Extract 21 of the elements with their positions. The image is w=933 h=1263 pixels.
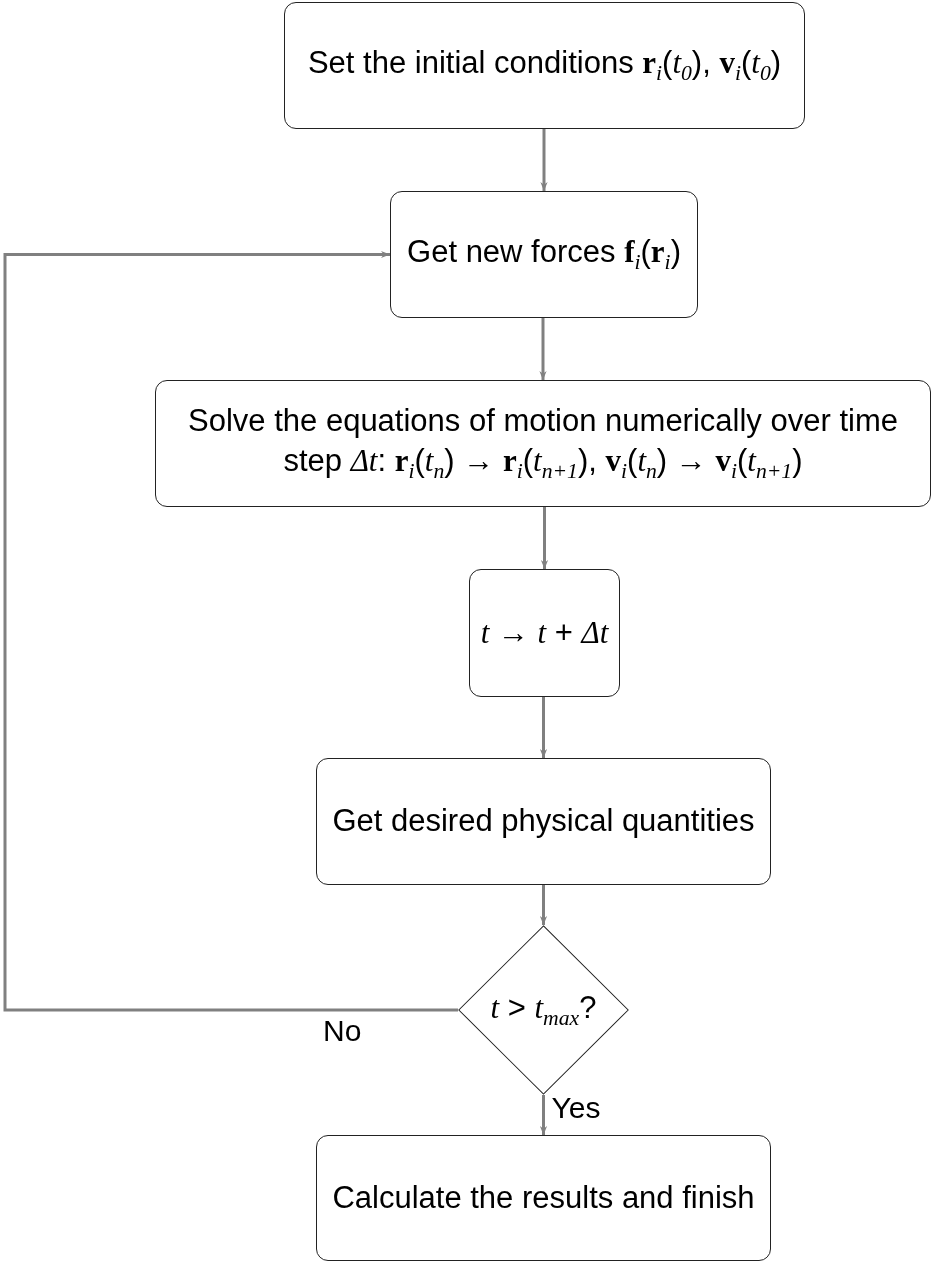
node-text: Get desired physical quantities [331,802,756,841]
process-box [284,2,805,129]
arrow [539,318,547,380]
process-box [316,1135,771,1261]
process-box [390,191,698,318]
node-text: t → t + Δt [479,613,610,652]
node-text: Set the initial conditions r$_{i}$(t$_{0}$), v$_{i}$(t$_{0}$) [306,44,783,88]
arrow [539,885,548,925]
process-box [155,380,931,507]
arrow [539,697,548,758]
node-text: Calculate the results and finish [331,1178,756,1217]
decision-diamond [458,925,629,1095]
node-text: t > t$_{max}$? [489,988,598,1032]
node-text: Solve the equations of motion numerically over time step Δt: r$_{i}$(t$_{n}$) → r$_{i}$(t$_{n+1}$), v$_{i}$(t$_{n}$) → v$_{i}$(t$_{n+1}$) [187,402,899,486]
node-text: Get new forces f$_{i}$(r$_{i}$) [406,233,682,277]
arrow [3,250,458,1012]
process-box [316,758,771,885]
process-box [469,569,620,697]
arrow [540,129,548,191]
arrow [540,507,549,569]
arrow [539,1095,548,1135]
